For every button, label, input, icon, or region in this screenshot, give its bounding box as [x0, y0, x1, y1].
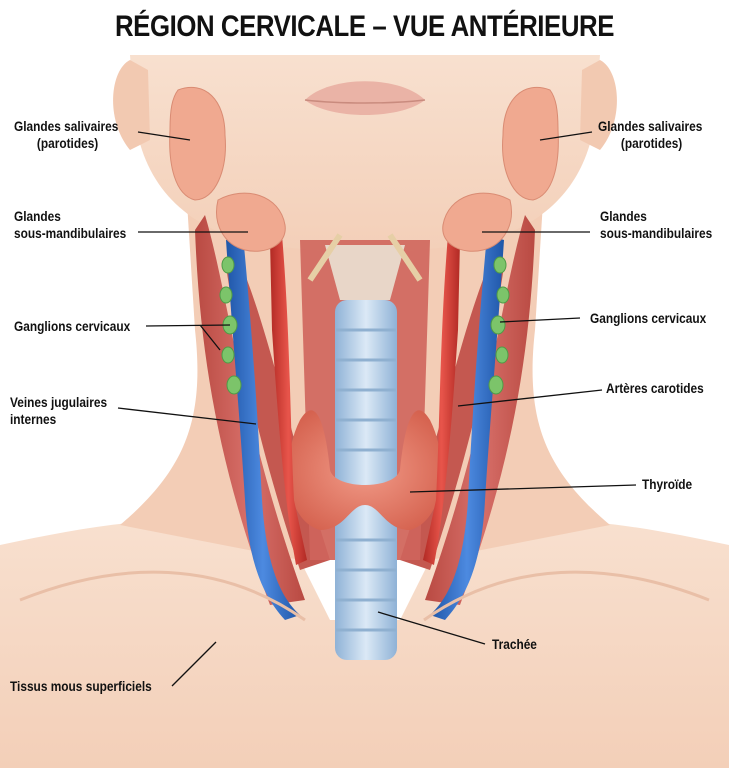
label-jugular-line2: internes: [10, 412, 57, 427]
label-jugular-line1: Veines jugulaires: [10, 395, 108, 410]
right-submandibular-gland: [442, 192, 512, 252]
label-lymph-nodes-right: Ganglions cervicaux: [590, 311, 707, 326]
page-title: RÉGION CERVICALE – VUE ANTÉRIEURE: [114, 10, 615, 43]
left-submandibular-gland: [216, 192, 286, 252]
right-carotid-artery: [423, 235, 460, 565]
label-thyroid: Thyroïde: [642, 477, 693, 492]
left-parotid-gland: [169, 86, 226, 201]
label-trachea: Trachée: [492, 637, 537, 652]
label-parotid-right: Glandes salivaires (parotides): [598, 118, 702, 152]
right-parotid-gland: [502, 86, 559, 201]
label-submandibular-right-line2: sous-mandibulaires: [600, 226, 713, 241]
thyroid-cartilage: [325, 245, 405, 300]
label-carotid-arteries: Artères carotides: [606, 381, 704, 396]
label-submandibular-right-line1: Glandes: [600, 209, 647, 224]
left-jugular-vein: [226, 235, 300, 620]
right-jugular-vein: [430, 235, 504, 620]
left-ear: [113, 60, 150, 150]
trachea-shape: [335, 300, 397, 660]
right-sternocleidomastoid: [425, 215, 535, 605]
leader-lines: [117, 131, 637, 687]
label-parotid-left: Glandes salivaires (parotides): [14, 118, 118, 152]
left-lymph-nodes: [219, 256, 242, 395]
label-submandibular-left-line1: Glandes: [14, 209, 61, 224]
label-submandibular-left: Glandes sous-mandibulaires: [14, 208, 126, 242]
label-parotid-right-line1: Glandes salivaires: [598, 119, 703, 134]
thyroid-gland: [288, 410, 442, 530]
label-submandibular-left-line2: sous-mandibulaires: [14, 226, 127, 241]
lips: [305, 81, 425, 115]
label-parotid-left-line2: (parotides): [36, 136, 99, 151]
label-lymph-nodes-left: Ganglions cervicaux: [14, 319, 131, 334]
label-submandibular-right: Glandes sous-mandibulaires: [600, 208, 712, 242]
left-carotid-artery: [270, 235, 307, 565]
label-parotid-left-line1: Glandes salivaires: [14, 119, 119, 134]
right-ear: [580, 60, 617, 150]
label-jugular-veins: Veines jugulaires internes: [10, 394, 107, 428]
left-sternocleidomastoid: [195, 215, 305, 605]
right-lymph-nodes: [488, 256, 510, 395]
label-soft-tissue: Tissus mous superficiels: [10, 679, 152, 694]
label-parotid-right-line2: (parotides): [620, 136, 683, 151]
